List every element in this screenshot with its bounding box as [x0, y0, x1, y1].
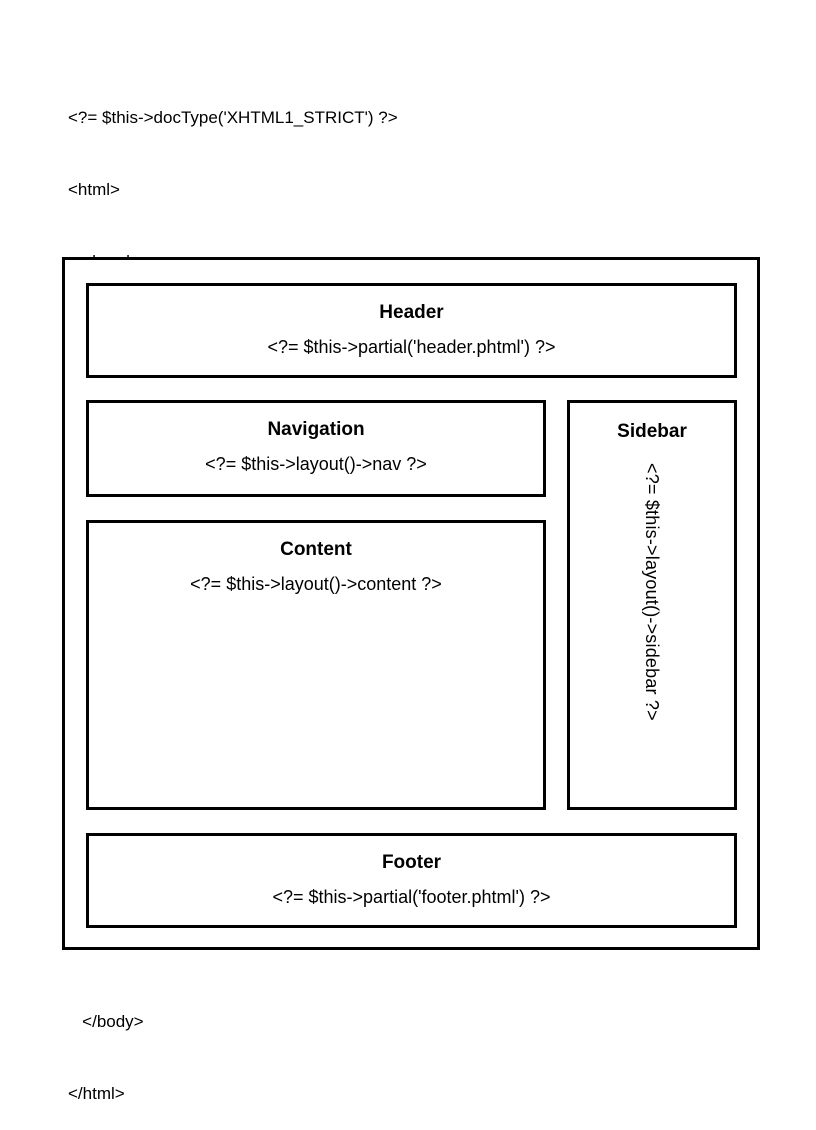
code-line-doctype: <?= $this->docType('XHTML1_STRICT') ?>	[68, 108, 398, 127]
navigation-region-code: <?= $this->layout()->nav ?>	[205, 454, 427, 474]
sidebar-region-code: <?= $this->layout()->sidebar ?>	[642, 463, 662, 721]
code-line-html-close: </html>	[68, 1084, 125, 1103]
navigation-region-box: Navigation <?= $this->layout()->nav ?>	[86, 400, 546, 497]
code-line-html-open: <html>	[68, 180, 120, 199]
navigation-region-title: Navigation	[267, 419, 365, 440]
header-region-box: Header <?= $this->partial('header.phtml'…	[86, 283, 737, 378]
sidebar-region-box: Sidebar <?= $this->layout()->sidebar ?>	[567, 400, 737, 810]
layout-diagram-outer-frame: Header <?= $this->partial('header.phtml'…	[62, 257, 760, 950]
content-region-title: Content	[280, 539, 352, 560]
footer-region-code: <?= $this->partial('footer.phtml') ?>	[272, 887, 551, 907]
sidebar-region-code-wrapper: <?= $this->layout()->sidebar ?>	[570, 463, 734, 803]
content-region-code: <?= $this->layout()->content ?>	[190, 574, 442, 594]
footer-region-box: Footer <?= $this->partial('footer.phtml'…	[86, 833, 737, 928]
code-listing-bottom: </body> </html>	[68, 962, 144, 1130]
sidebar-region-title: Sidebar	[617, 421, 687, 442]
header-region-code: <?= $this->partial('header.phtml') ?>	[267, 337, 556, 357]
footer-region-title: Footer	[381, 852, 442, 873]
code-line-body-close: </body>	[68, 1012, 144, 1031]
content-region-box: Content <?= $this->layout()->content ?>	[86, 520, 546, 810]
header-region-title: Header	[379, 302, 444, 323]
